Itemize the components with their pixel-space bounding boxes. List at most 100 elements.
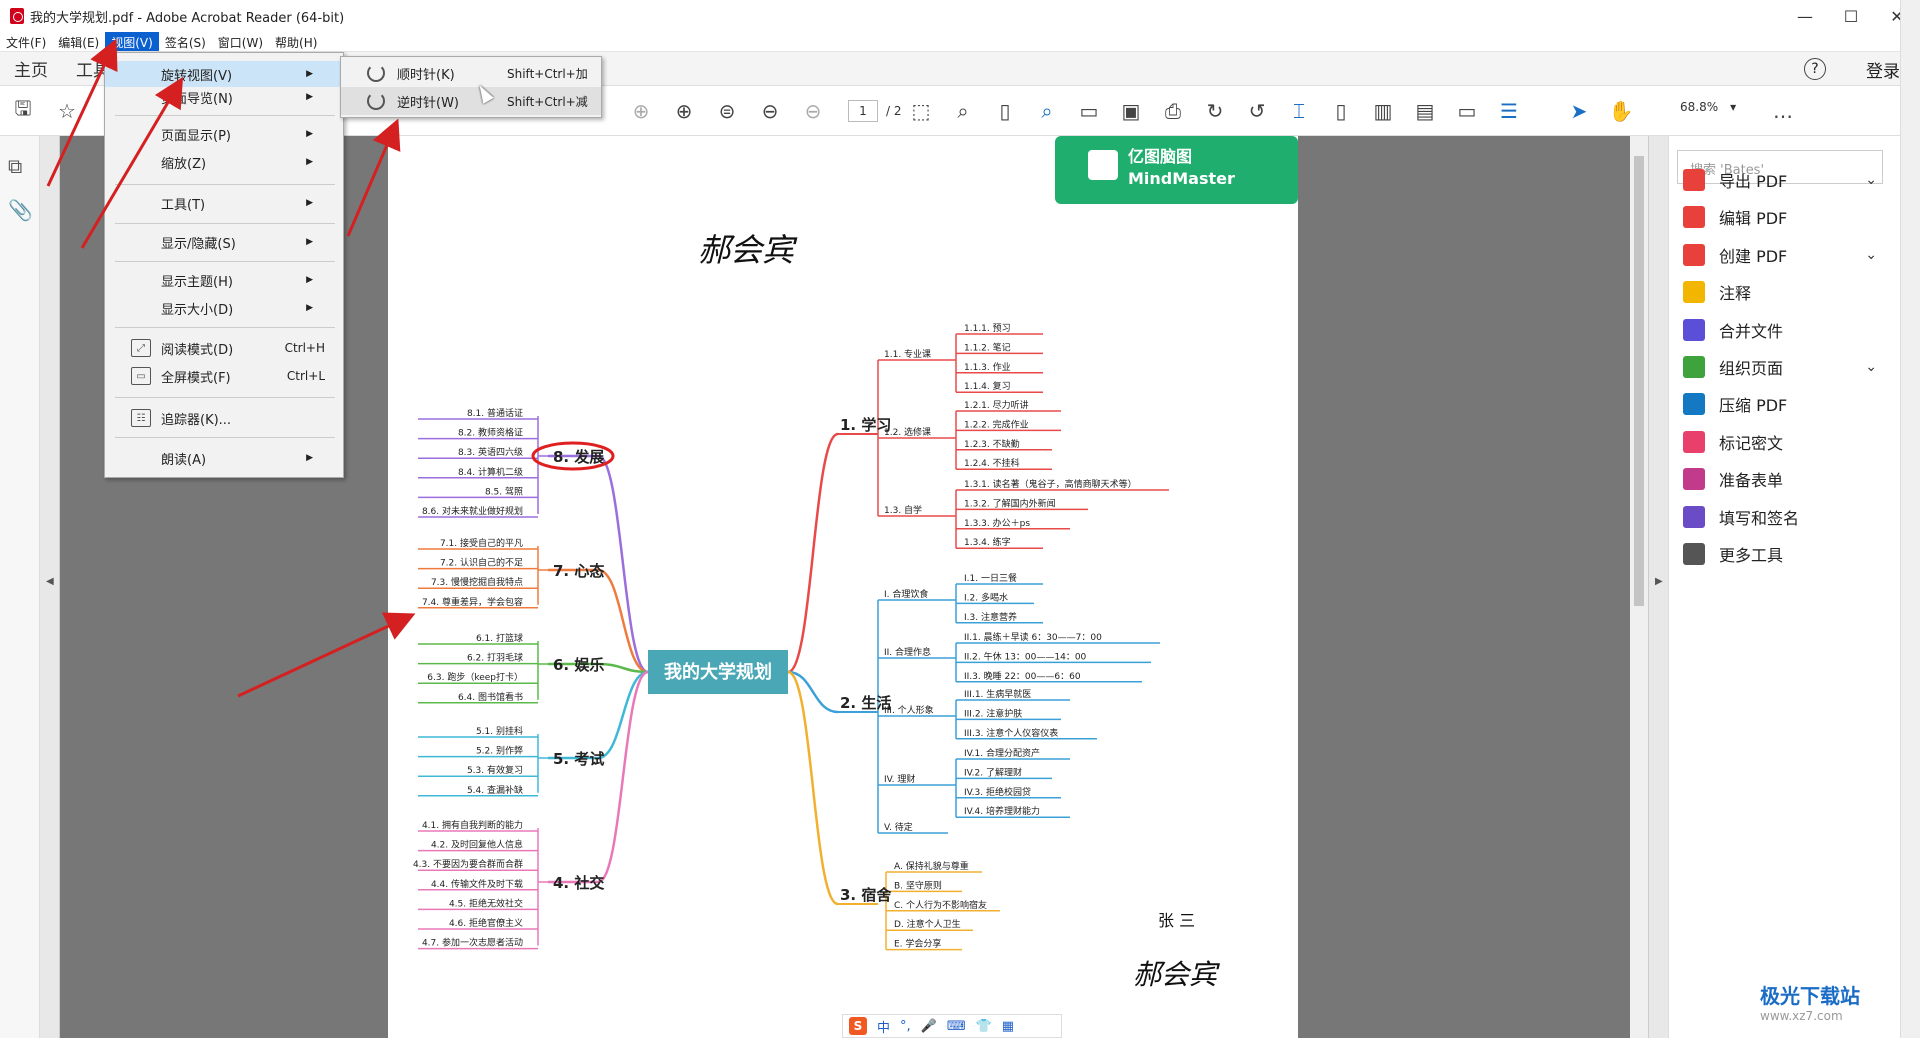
single-page-icon[interactable]: ▯: [1335, 99, 1347, 123]
zoom-control[interactable]: 68.8% ▾: [1680, 100, 1736, 114]
attachment-icon[interactable]: 📎: [8, 198, 33, 222]
tool-item[interactable]: 准备表单: [1683, 464, 1883, 494]
toolbox-icon[interactable]: ▦: [1001, 1018, 1015, 1034]
menu-item-counterclockwise[interactable]: 逆时针(W)Shift+Ctrl+减: [341, 87, 601, 115]
submenu-arrow-icon: ▶: [306, 275, 313, 285]
tools-search-input[interactable]: 搜索 'Bates': [1677, 150, 1883, 184]
tool-item[interactable]: 导出 PDF ⌄: [1683, 165, 1883, 195]
print-icon[interactable]: ⎙: [1165, 99, 1181, 123]
menu-item-page-navigation[interactable]: 页面导览(N)▶: [105, 84, 343, 110]
chevron-down-icon[interactable]: ▾: [1730, 100, 1737, 114]
tool-label: 导出 PDF: [1719, 172, 1788, 191]
microphone-icon[interactable]: 🎤: [920, 1018, 937, 1034]
submenu-arrow-icon: ▶: [306, 157, 313, 167]
chevron-down-icon[interactable]: ⌄: [1865, 172, 1877, 188]
menu-item-full-screen[interactable]: ▭全屏模式(F)Ctrl+L: [105, 363, 343, 389]
chevron-down-icon[interactable]: ⌄: [1865, 359, 1877, 375]
tool-item[interactable]: 注释: [1683, 277, 1883, 307]
menu-item-display-size[interactable]: 显示大小(D)▶: [105, 295, 343, 321]
scroll-down-icon[interactable]: ⊕: [675, 99, 693, 123]
image-icon[interactable]: ▣: [1121, 99, 1141, 123]
tool-item[interactable]: 标记密文: [1683, 427, 1883, 457]
next-screen-icon[interactable]: ⊜: [718, 99, 736, 123]
leaf-label: E. 学会分享: [894, 938, 941, 950]
page-number-input[interactable]: 1: [848, 100, 878, 122]
save-icon[interactable]: 🖫: [14, 96, 32, 120]
menu-item-label: 显示大小(D): [161, 302, 234, 318]
page-layout-icon[interactable]: ⌶: [1293, 99, 1305, 123]
tool-item[interactable]: 填写和签名: [1683, 502, 1883, 532]
tool-item[interactable]: 创建 PDF⌄: [1683, 240, 1883, 270]
chevron-down-icon[interactable]: ⌄: [1865, 246, 1877, 263]
menu-item-zoom[interactable]: 缩放(Z)▶: [105, 149, 343, 175]
punctuation-icon[interactable]: °,: [900, 1018, 911, 1034]
menu-item-read-aloud[interactable]: 朗读(A)▶: [105, 445, 343, 471]
reading-lines-icon[interactable]: ☰: [1500, 99, 1518, 123]
maximize-button[interactable]: ☐: [1843, 6, 1859, 26]
find-text-icon[interactable]: ⌕: [1041, 99, 1053, 123]
menu-item-page-display[interactable]: 页面显示(P)▶: [105, 121, 343, 147]
scroll-thumb[interactable]: [1634, 156, 1644, 606]
tracker-icon: ☷: [131, 409, 151, 427]
two-page-view-icon[interactable]: ▤: [1415, 99, 1435, 123]
leaf-label: IV.2. 了解理财: [964, 766, 1022, 778]
keyboard-icon[interactable]: ⌨: [946, 1018, 966, 1034]
menu-item-tracker[interactable]: ☷追踪器(K)...: [105, 405, 343, 431]
left-collapse-handle[interactable]: ◀: [40, 136, 60, 1038]
zoom-out-icon[interactable]: ⌕: [957, 99, 969, 123]
menu-view[interactable]: 视图(V): [105, 32, 159, 51]
login-button[interactable]: 登录: [1866, 61, 1900, 82]
marquee-zoom-icon[interactable]: ⬚: [911, 99, 931, 123]
tool-item[interactable]: 更多工具: [1683, 539, 1883, 569]
page-view-icon[interactable]: ▯: [999, 99, 1011, 123]
presentation-icon[interactable]: ▭: [1457, 99, 1477, 123]
tool-item[interactable]: 编辑 PDF: [1683, 202, 1883, 232]
menu-separator: [115, 223, 335, 224]
tool-item[interactable]: 压缩 PDF: [1683, 389, 1883, 419]
rotate-view-submenu: 顺时针(K)Shift+Ctrl+加 逆时针(W)Shift+Ctrl+减: [340, 56, 602, 118]
menu-sign[interactable]: 签名(S): [164, 36, 206, 50]
tab-home[interactable]: 主页: [14, 61, 48, 81]
ime-toolbar[interactable]: S 中 °, 🎤 ⌨ 👕 ▦: [842, 1014, 1062, 1038]
menu-item-display-theme[interactable]: 显示主题(H)▶: [105, 267, 343, 293]
menu-edit[interactable]: 编辑(E): [58, 36, 100, 50]
leaf-label: 5.3. 有效复习: [467, 764, 523, 776]
tool-item[interactable]: 组织页面⌄: [1683, 352, 1883, 382]
page-thumbnails-icon[interactable]: ⧉: [8, 154, 23, 178]
menu-item-show-hide[interactable]: 显示/隐藏(S)▶: [105, 229, 343, 255]
next-page-icon[interactable]: ⊖: [804, 99, 822, 123]
menu-item-clockwise[interactable]: 顺时针(K)Shift+Ctrl+加: [341, 59, 601, 87]
help-icon[interactable]: ?: [1804, 58, 1826, 80]
menu-item-tools[interactable]: 工具(T)▶: [105, 190, 343, 216]
center-node-label: 我的大学规划: [664, 661, 772, 683]
branch-link: [597, 454, 649, 674]
right-collapse-handle[interactable]: ▶: [1648, 136, 1668, 1038]
previous-page-icon[interactable]: ⊖: [761, 99, 779, 123]
scroll-up-icon[interactable]: ⊕: [632, 99, 650, 123]
tool-icon: [1683, 430, 1705, 453]
vertical-scrollbar[interactable]: [1630, 136, 1648, 1038]
two-page-scroll-icon[interactable]: ▥: [1373, 99, 1393, 123]
zoom-value[interactable]: 68.8%: [1680, 100, 1719, 114]
rotate-clockwise-icon[interactable]: ↻: [1206, 99, 1224, 123]
menu-window[interactable]: 窗口(W): [217, 36, 264, 50]
ime-mode[interactable]: 中: [877, 1020, 891, 1036]
bookmark-star-icon[interactable]: ☆: [58, 99, 76, 123]
menu-file[interactable]: 文件(F): [6, 36, 47, 50]
menu-item-reading-mode[interactable]: ⤢阅读模式(D)Ctrl+H: [105, 335, 343, 361]
skin-icon[interactable]: 👕: [975, 1018, 992, 1034]
hand-tool-icon[interactable]: ✋: [1608, 99, 1634, 123]
fit-width-icon[interactable]: ▭: [1079, 99, 1099, 123]
sub-label: 1.2. 选修课: [884, 426, 931, 438]
select-cursor-icon[interactable]: ➤: [1570, 99, 1588, 123]
minimize-button[interactable]: —: [1797, 6, 1813, 26]
rotate-counterclockwise-icon[interactable]: ↺: [1248, 99, 1266, 123]
branch-label: 4. 社交: [553, 874, 604, 892]
tool-item[interactable]: 合并文件: [1683, 315, 1883, 345]
outer-scrollbar[interactable]: [1900, 0, 1920, 1038]
more-options-icon[interactable]: …: [1773, 99, 1793, 123]
submenu-arrow-icon: ▶: [306, 129, 313, 139]
menu-help[interactable]: 帮助(H): [275, 36, 318, 50]
branch-label: 6. 娱乐: [553, 656, 604, 674]
branch-link: [597, 670, 649, 884]
